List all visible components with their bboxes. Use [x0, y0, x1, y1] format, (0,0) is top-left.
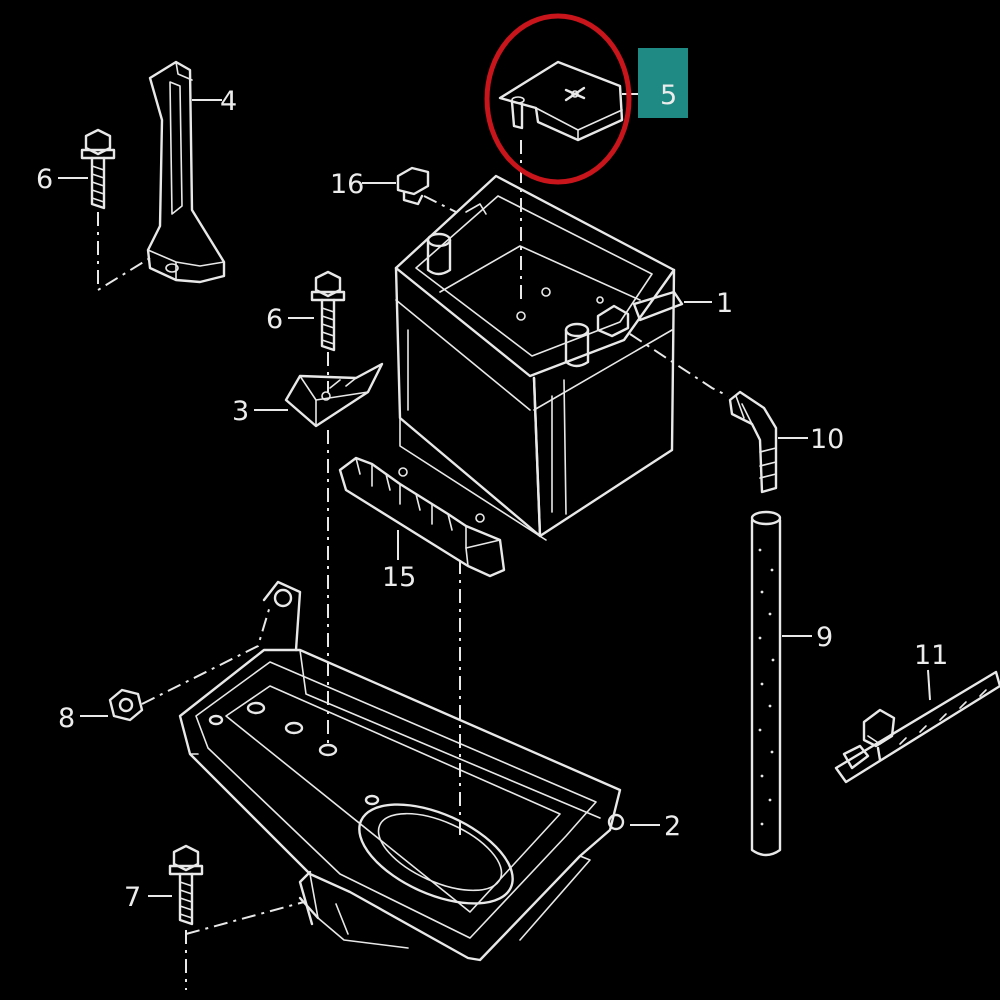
part-16-screw-cap: [396, 166, 457, 213]
part-3-clamp-plate: [284, 362, 384, 428]
callout-6-upper: 6: [36, 164, 53, 195]
callout-11: 11: [914, 640, 948, 671]
callout-15: 15: [382, 562, 416, 593]
callout-6-lower: 6: [266, 304, 283, 335]
callout-3: 3: [232, 396, 249, 427]
leader-lines: [58, 93, 931, 897]
callout-4: 4: [220, 86, 237, 117]
callout-16: 16: [330, 169, 364, 200]
part-6-bolt-lower: [310, 270, 346, 352]
callout-10: 10: [810, 424, 844, 455]
part-1-battery: [394, 174, 684, 541]
callout-8: 8: [58, 703, 75, 734]
callout-1: 1: [716, 288, 733, 319]
callout-numbers: 1 2 3 4 5 6 6 7 8 9 10 11 15 16: [36, 80, 948, 913]
part-2-battery-tray: [178, 580, 625, 962]
part-8-nut: [108, 605, 271, 722]
callout-7: 7: [124, 882, 141, 913]
part-6-bolt-upper: [80, 128, 116, 210]
part-11-cable-tie: [834, 670, 1000, 784]
callout-5: 5: [660, 80, 677, 111]
callout-9: 9: [816, 622, 833, 653]
part-9-vent-hose: [750, 510, 782, 857]
highlight-box: [638, 48, 688, 118]
part-5-terminal-cover: [498, 60, 624, 142]
part-7-bolt: [168, 844, 305, 990]
assembly-line-part-6-to-4: [97, 212, 151, 292]
part-4-support-bracket: [146, 60, 226, 284]
callout-2: 2: [664, 811, 681, 842]
part-15-spacer-strip: [338, 456, 506, 578]
highlight-circle: [484, 13, 632, 185]
part-10-vent-elbow: [629, 333, 778, 494]
